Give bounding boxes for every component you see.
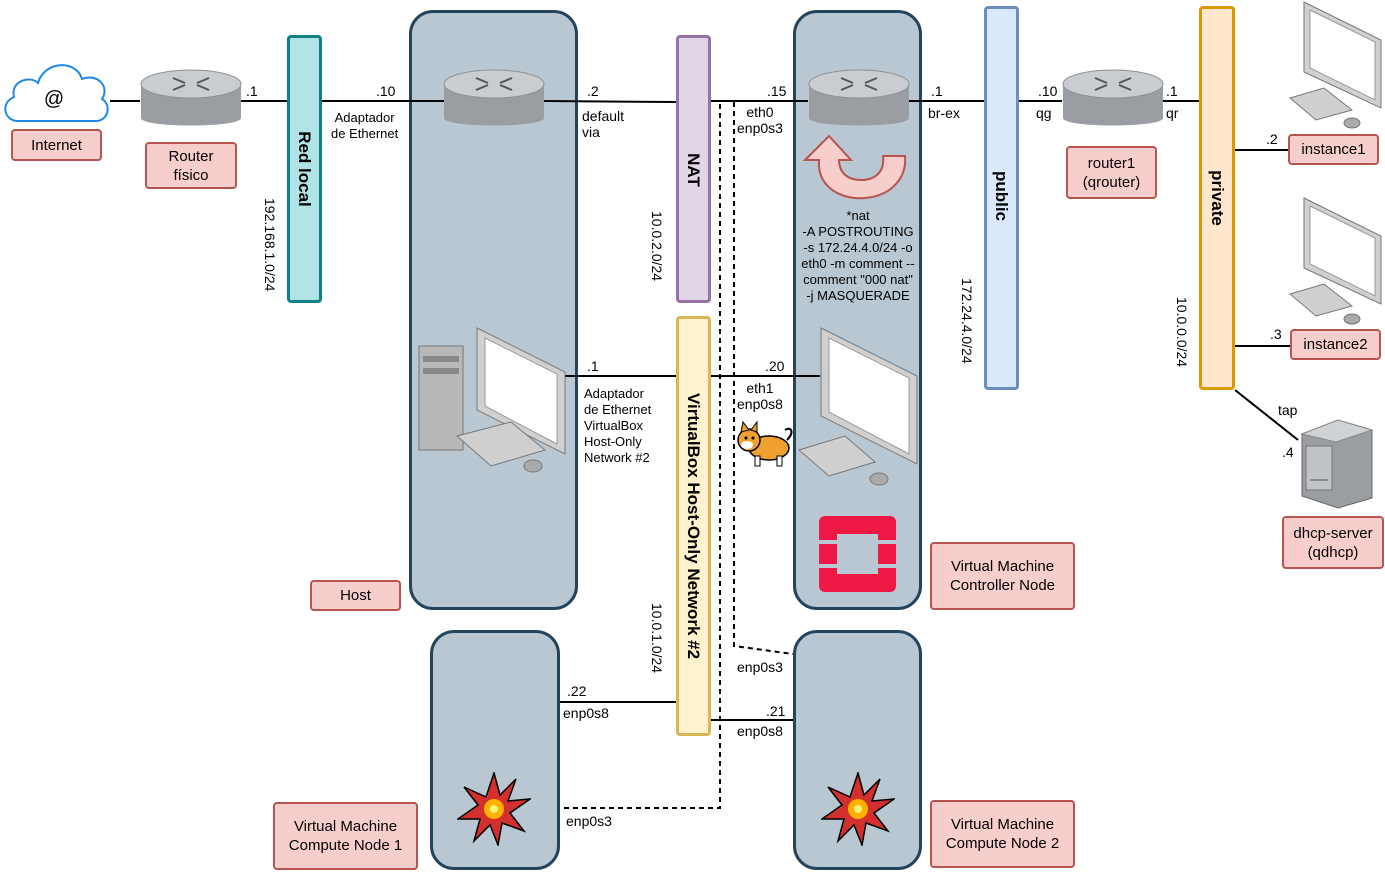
public-label: public <box>992 170 1011 222</box>
hostonly-label: VirtualBox Host-Only Network #2 <box>684 392 703 660</box>
ctrl-eth0-label: eth0 enp0s3 <box>737 104 783 136</box>
compute2-tag: Virtual Machine Compute Node 2 <box>930 800 1075 868</box>
instance1-tag: instance1 <box>1288 134 1379 165</box>
cloud-icon: @ <box>4 64 109 122</box>
private-cidr: 10.0.0.0/24 <box>1174 297 1190 368</box>
ctrl-enp0s3-bottom-label: enp0s3 <box>737 659 783 675</box>
lan-dot10-label: .10 <box>376 83 396 99</box>
compute1-tag: Virtual Machine Compute Node 1 <box>273 802 418 870</box>
router-dot1-label: .1 <box>246 83 258 99</box>
instance2-tag: instance2 <box>1290 329 1381 360</box>
default-via-label: default via <box>582 108 625 140</box>
red-local-network <box>287 35 322 303</box>
router-icon <box>140 69 242 126</box>
c1-enp0s8-label: enp0s8 <box>563 705 609 721</box>
c2-dot21-label: .21 <box>766 703 786 719</box>
nat-dot2-label: .2 <box>587 83 599 99</box>
private-network <box>1199 6 1235 390</box>
desktop-computer-icon <box>418 327 566 473</box>
public-cidr: 172.24.4.0/24 <box>959 278 975 364</box>
openstack-logo-icon <box>819 516 896 592</box>
at-symbol: @ <box>44 88 64 110</box>
qg-dot10-label: .10 <box>1038 83 1058 99</box>
router-fisico-tag: Router físico <box>145 142 237 189</box>
dhcp-server-tag: dhcp-server (qdhcp) <box>1282 516 1384 569</box>
compute1-vm <box>430 630 560 870</box>
tap-label: tap <box>1278 402 1298 418</box>
host-adapter-label: Adaptador de Ethernet VirtualBox Host-On… <box>584 386 652 465</box>
ctrl-eth1-label: eth1 enp0s8 <box>737 380 783 412</box>
inst1-dot2-label: .2 <box>1266 131 1278 147</box>
c1-enp0s3-label: enp0s3 <box>566 813 612 829</box>
nat-cidr: 10.0.2.0/24 <box>649 211 665 282</box>
host-tag: Host <box>310 580 401 611</box>
c2-enp0s8-label: enp0s8 <box>737 723 783 739</box>
internet-tag: Internet <box>11 129 102 161</box>
brex-dot1-label: .1 <box>931 83 943 99</box>
private-label: private <box>1208 170 1227 226</box>
starburst-icon <box>457 772 531 846</box>
c1-dot22-label: .22 <box>567 683 587 699</box>
router-icon <box>1062 69 1164 126</box>
starburst-icon <box>821 772 895 846</box>
ctrl-dot20-label: .20 <box>765 358 785 374</box>
hostonly-network <box>676 316 711 736</box>
red-local-cidr: 192.168.1.0/24 <box>262 198 278 292</box>
nat-label: NAT <box>684 153 703 187</box>
dhcp-dot4-label: .4 <box>1282 444 1294 460</box>
host-dot1-label: .1 <box>587 358 599 374</box>
controller-tag: Virtual Machine Controller Node <box>930 542 1075 610</box>
inst2-dot3-label: .3 <box>1270 326 1282 342</box>
brex-label: br-ex <box>928 105 960 121</box>
desktop-computer-icon <box>1288 197 1382 325</box>
router1-tag: router1 (qrouter) <box>1066 146 1157 199</box>
public-network <box>984 6 1019 390</box>
router-icon <box>808 69 910 126</box>
nat-network <box>676 35 711 303</box>
ctrl-dot15-label: .15 <box>767 83 787 99</box>
desktop-computer-icon <box>797 327 918 486</box>
adaptador-ethernet-label: Adaptador de Ethernet <box>331 110 399 141</box>
red-local-label: Red local <box>295 131 314 207</box>
desktop-computer-icon <box>1288 1 1382 129</box>
iptables-rule-label: *nat -A POSTROUTING -s 172.24.4.0/24 -o … <box>801 208 915 303</box>
hostonly-cidr: 10.0.1.0/24 <box>649 603 665 674</box>
qr-label: qr <box>1166 105 1179 121</box>
curved-arrow-icon <box>802 134 907 200</box>
router-icon <box>443 69 545 126</box>
qr-dot1-label: .1 <box>1166 83 1178 99</box>
shiba-dog-icon <box>737 420 793 467</box>
qg-label: qg <box>1036 105 1052 121</box>
server-tower-icon <box>1300 419 1374 509</box>
